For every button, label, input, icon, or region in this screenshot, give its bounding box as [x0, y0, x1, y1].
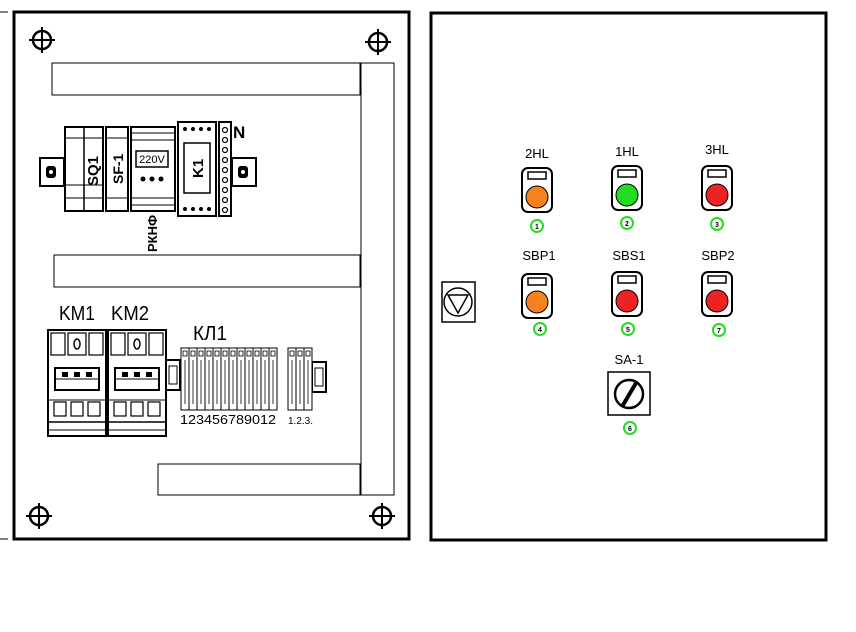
- button-number: 5: [626, 327, 630, 334]
- cable-duct-vertical: [360, 62, 395, 496]
- din-rail-lower: KM1 KM2: [47, 303, 327, 437]
- sf1-label: SF-1: [110, 153, 126, 184]
- button-cap: [705, 289, 729, 313]
- indicator-lamp-2hl: 2HL 1: [521, 146, 553, 233]
- kl1-terminal-strip: [180, 347, 278, 411]
- km1-contactor: [47, 329, 107, 437]
- terminal-numbers-aux: 1.2.3.: [288, 416, 313, 427]
- lamp-light: [525, 185, 549, 209]
- mounting-hole-icon: [29, 27, 55, 53]
- lamp-label: 3HL: [705, 142, 729, 157]
- push-button-sbs1: SBS1 5: [611, 248, 646, 336]
- din-rail-upper: SQ1 SF-1 220V РКНФ: [39, 121, 257, 252]
- rknf-label: РКНФ: [145, 215, 160, 252]
- terminal-numbers-main: 123456789012: [180, 412, 276, 427]
- k1-label: K1: [190, 159, 207, 178]
- sq1-label: SQ1: [85, 156, 102, 186]
- lamp-number: 3: [715, 222, 719, 229]
- selector-switch-sa1: SA-1 6: [607, 352, 651, 435]
- mounting-hole-icon: [365, 29, 391, 55]
- n-label: N: [233, 123, 245, 142]
- button-number: 7: [717, 328, 721, 335]
- aux-terminal-strip: [287, 347, 313, 411]
- end-stop-lower-right: [311, 361, 327, 393]
- button-label: SBP1: [522, 248, 555, 263]
- button-cap: [615, 289, 639, 313]
- button-label: SBS1: [612, 248, 645, 263]
- left-panel: SQ1 SF-1 220V РКНФ: [0, 10, 411, 541]
- selector-number: 6: [628, 426, 632, 433]
- lamp-number: 2: [625, 221, 629, 228]
- button-cap: [525, 290, 549, 314]
- indicator-lamp-1hl: 1HL 2: [611, 144, 643, 230]
- button-number: 4: [538, 327, 542, 334]
- door-lock-icon: [441, 281, 476, 323]
- rknf-display: [135, 150, 169, 168]
- right-panel-door: 2HL 1 1HL 2 3HL 3 SBP1: [429, 11, 828, 542]
- k1-relay: K1: [177, 121, 217, 217]
- end-stop-lower-left: [165, 359, 181, 391]
- sf1-breaker: SF-1: [105, 126, 129, 212]
- cable-duct-middle: [53, 254, 361, 288]
- sq1-breaker: SQ1: [64, 126, 104, 212]
- push-button-sbp1: SBP1 4: [521, 248, 556, 336]
- mounting-hole-icon: [369, 503, 395, 529]
- rknf-display-text: 220V: [139, 154, 165, 166]
- lamp-number: 1: [535, 224, 539, 231]
- cable-duct-top: [51, 62, 361, 96]
- km1-label: KM1: [59, 303, 95, 325]
- selector-label: SA-1: [615, 352, 644, 367]
- indicator-lamp-3hl: 3HL 3: [701, 142, 733, 231]
- km2-label: KM2: [111, 303, 149, 325]
- n-bus-terminal: N: [218, 121, 245, 217]
- cable-duct-bottom: [157, 463, 361, 496]
- kl1-label: КЛ1: [193, 323, 227, 345]
- lamp-light: [615, 183, 639, 207]
- lamp-label: 1HL: [615, 144, 639, 159]
- push-button-sbp2: SBP2 7: [701, 248, 735, 337]
- lamp-label: 2HL: [525, 146, 549, 161]
- km2-contactor: [107, 329, 167, 437]
- button-label: SBP2: [701, 248, 734, 263]
- mounting-hole-icon: [26, 503, 52, 529]
- rknf-relay: 220V РКНФ: [130, 126, 176, 252]
- lamp-light: [705, 183, 729, 207]
